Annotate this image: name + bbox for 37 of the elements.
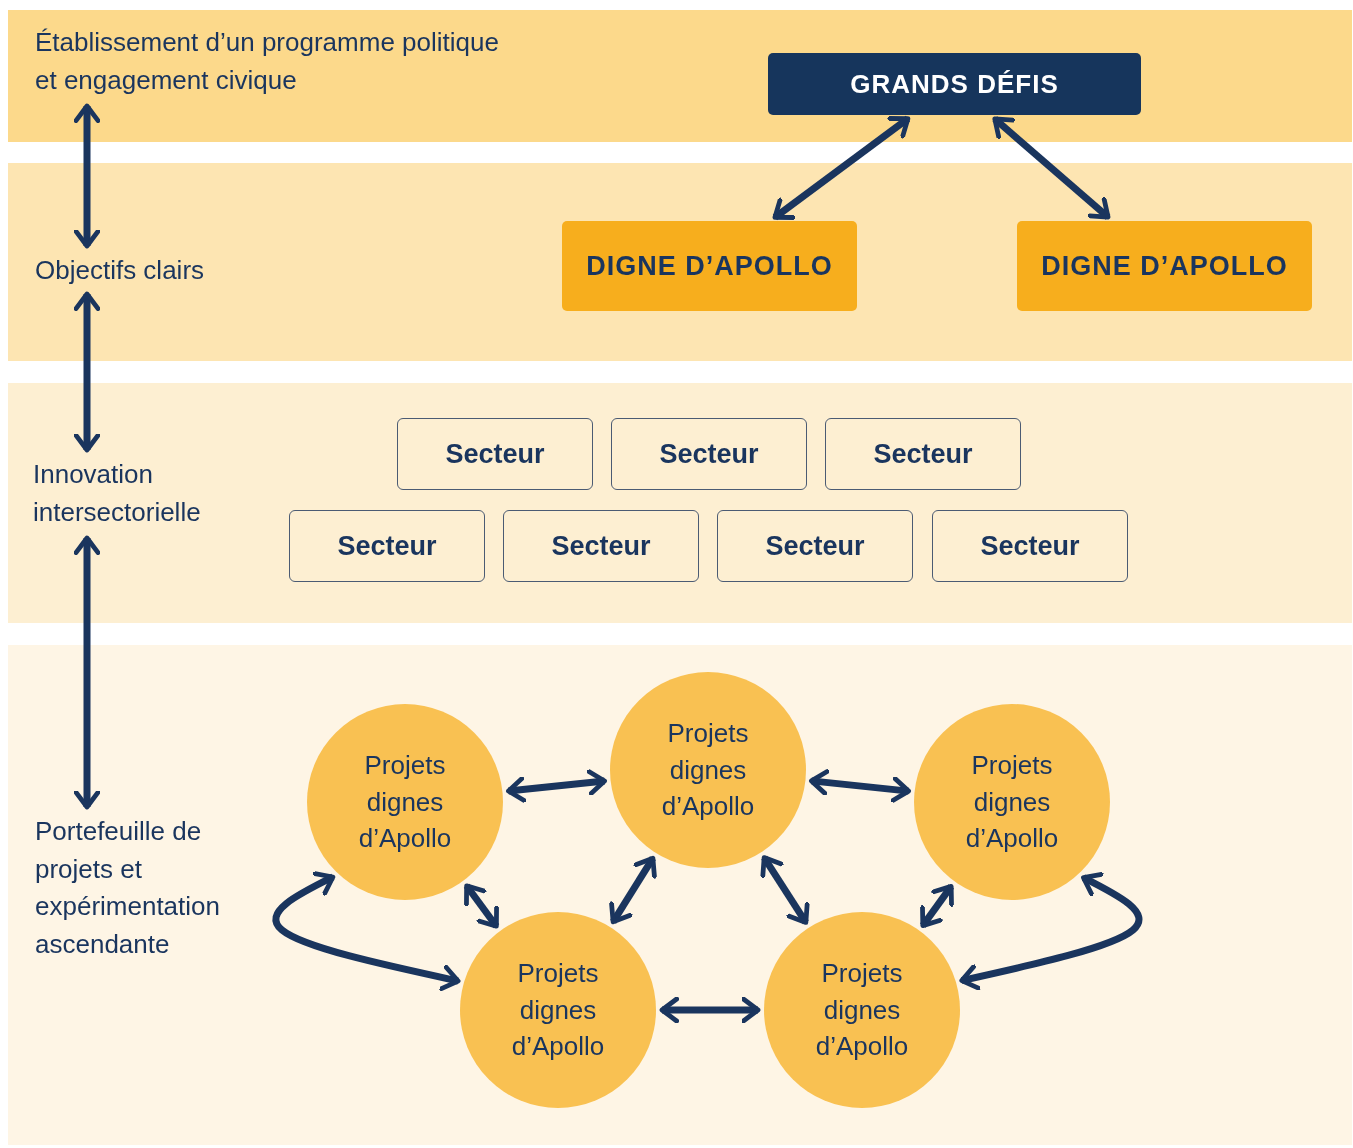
project-circle: Projets dignes d’Apollo — [460, 912, 656, 1108]
double-arrow — [609, 855, 657, 925]
double-arrow — [73, 291, 101, 453]
double-arrow — [506, 769, 607, 803]
double-arrow — [463, 883, 500, 929]
double-arrow — [659, 996, 761, 1024]
double-arrow — [73, 535, 101, 810]
double-arrow — [772, 115, 911, 221]
project-circle: Projets dignes d’Apollo — [610, 672, 806, 868]
sector-box: Secteur — [932, 510, 1128, 582]
band-label: Innovation intersectorielle — [33, 456, 263, 532]
sector-box: Secteur — [825, 418, 1021, 490]
sector-box: Secteur — [717, 510, 913, 582]
project-circle: Projets dignes d’Apollo — [764, 912, 960, 1108]
band-background — [8, 383, 1352, 623]
band-label: Portefeuille de projets et expérimentation ascendante — [35, 813, 265, 965]
double-arrow — [73, 103, 101, 249]
double-arrow — [959, 872, 1143, 991]
double-arrow — [272, 871, 461, 992]
project-circle: Projets dignes d’Apollo — [914, 704, 1110, 900]
double-arrow — [809, 769, 911, 803]
double-arrow — [920, 883, 954, 929]
band-background — [8, 645, 1352, 1145]
sector-box: Secteur — [397, 418, 593, 490]
band-background — [8, 10, 1352, 142]
sector-box: Secteur — [289, 510, 485, 582]
double-arrow — [760, 855, 810, 925]
band-label: Objectifs clairs — [35, 252, 265, 288]
band-background — [8, 163, 1352, 361]
challenge-box: GRANDS DÉFIS — [768, 53, 1141, 115]
double-arrow — [992, 116, 1111, 220]
mission-box: DIGNE D’APOLLO — [562, 221, 857, 311]
sector-box: Secteur — [611, 418, 807, 490]
band-label: Établissement d’un programme politique et engagement civique — [35, 24, 505, 100]
sector-box: Secteur — [503, 510, 699, 582]
project-circle: Projets dignes d’Apollo — [307, 704, 503, 900]
mission-box: DIGNE D’APOLLO — [1017, 221, 1312, 311]
